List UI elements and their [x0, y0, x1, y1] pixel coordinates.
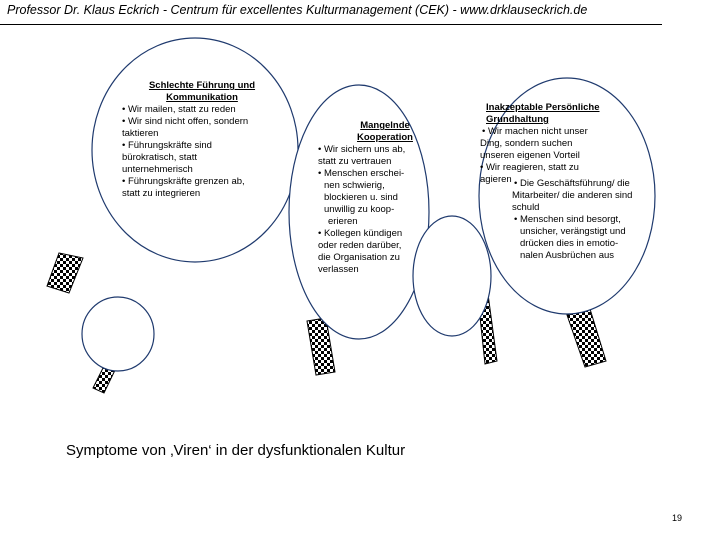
bubble-line: nalen Ausbrüchen aus: [480, 250, 650, 262]
bubble-line: die Organisation zu: [316, 252, 432, 264]
bubble-line: • Wir sichern uns ab,: [316, 144, 432, 156]
page-number: 19: [672, 513, 682, 523]
bubble-fuehrung: Schlechte Führung und Kommunikation • Wi…: [122, 80, 282, 200]
bubble-title: Schlechte Führung und: [122, 80, 282, 92]
bubble-line: • Wir sind nicht offen, sondern: [122, 116, 282, 128]
slide-caption: Symptome von ‚Viren‘ in der dysfunktiona…: [66, 442, 405, 459]
bubble-line: taktieren: [122, 128, 282, 140]
bubble-line: verlassen: [316, 264, 432, 276]
bubble-line: oder reden darüber,: [316, 240, 432, 252]
bubble-line: statt zu vertrauen: [316, 156, 432, 168]
bubble-title: Grundhaltung: [480, 114, 650, 126]
bubble-line: nen schwierig,: [316, 180, 432, 192]
bubble-line: Mitarbeiter/ die anderen sind: [480, 190, 650, 202]
lens-small: [82, 297, 154, 371]
bubble-line: unsicher, verängstigt und: [480, 226, 650, 238]
bubble-line: statt zu integrieren: [122, 188, 282, 200]
bubble-line: unwillig zu koop-: [316, 204, 432, 216]
bubble-line: unternehmerisch: [122, 164, 282, 176]
bubble-line: • Führungskräfte sind: [122, 140, 282, 152]
bubble-line: erieren: [316, 216, 432, 228]
bubble-grundhaltung: Inakzeptable Persönliche Grundhaltung • …: [480, 102, 650, 262]
handle-5: [567, 309, 606, 367]
bubble-title: Kommunikation: [122, 92, 282, 104]
bubble-line: • Menschen erschei-: [316, 168, 432, 180]
bubble-line: schuld: [480, 202, 650, 214]
bubble-title: Inakzeptable Persönliche: [480, 102, 650, 114]
bubble-line: drücken dies in emotio-: [480, 238, 650, 250]
bubble-title: Mangelnde: [316, 120, 432, 132]
handle-1: [47, 253, 83, 293]
bubble-line: Ding, sondern suchen: [480, 138, 650, 150]
bubble-line: • Führungskräfte grenzen ab,: [122, 176, 282, 188]
bubble-kooperation: Mangelnde Kooperation • Wir sichern uns …: [316, 120, 432, 276]
bubble-line: • Wir mailen, statt zu reden: [122, 104, 282, 116]
bubble-line: • Kollegen kündigen: [316, 228, 432, 240]
bubble-line: unseren eigenen Vorteil: [480, 150, 650, 162]
bubble-line: bürokratisch, statt: [122, 152, 282, 164]
bubble-line: • Wir machen nicht unser: [480, 126, 650, 138]
bubble-line: • Wir reagieren, statt zu: [480, 162, 650, 174]
bubble-title: Kooperation: [316, 132, 432, 144]
bubble-line: • Menschen sind besorgt,: [480, 214, 650, 226]
bubble-line: blockieren u. sind: [316, 192, 432, 204]
